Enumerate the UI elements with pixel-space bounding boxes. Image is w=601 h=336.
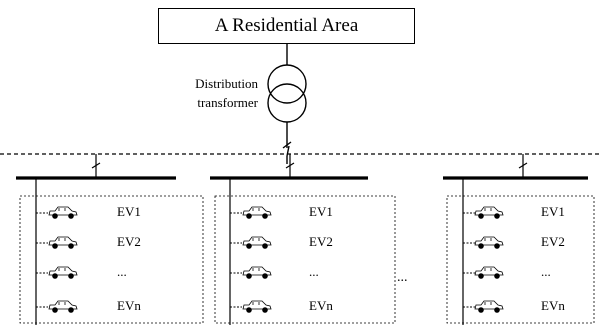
ev-label-g1-4: EVn (117, 298, 141, 313)
ev-label-g2-3: ... (309, 264, 319, 279)
feeder-group-3 (443, 154, 595, 325)
ev-label-g2-1: EV1 (309, 204, 333, 219)
transformer-label-line1: Distribution (195, 76, 258, 91)
car-icon (474, 206, 504, 219)
car-icon (48, 300, 78, 313)
feeder-group-1 (16, 154, 204, 325)
ev-label-g1-3: ... (117, 264, 127, 279)
ev-label-g1-2: EV2 (117, 234, 141, 249)
car-icon (474, 266, 504, 279)
group-boundary (214, 195, 396, 324)
ev-label-g1-1: EV1 (117, 204, 141, 219)
car-icon (474, 236, 504, 249)
car-icon (242, 236, 272, 249)
group-boundary (19, 195, 204, 324)
feeder-group-2 (210, 154, 396, 325)
car-icon (242, 266, 272, 279)
between-groups-ellipsis: ... (397, 270, 408, 285)
car-icon (48, 266, 78, 279)
ev-label-g2-4: EVn (309, 298, 333, 313)
breaker-icon (518, 162, 528, 169)
transformer-label-line2: transformer (197, 95, 258, 110)
car-icon (48, 236, 78, 249)
feeder-groups (16, 154, 595, 325)
breaker-icon (282, 141, 292, 164)
residential-area-title: A Residential Area (158, 8, 415, 44)
ev-label-g3-2: EV2 (541, 234, 565, 249)
breaker-icon (285, 162, 295, 169)
ev-label-g2-2: EV2 (309, 234, 333, 249)
ev-label-g3-1: EV1 (541, 204, 565, 219)
car-icon (242, 206, 272, 219)
transformer-label: Distribution transformer (160, 74, 258, 112)
breaker-icon (91, 162, 101, 169)
group-boundary (446, 195, 595, 324)
ev-label-g3-4: EVn (541, 298, 565, 313)
car-icon (48, 206, 78, 219)
transformer-icon (267, 44, 307, 142)
ev-label-g3-3: ... (541, 264, 551, 279)
car-icon (242, 300, 272, 313)
car-icon (474, 300, 504, 313)
